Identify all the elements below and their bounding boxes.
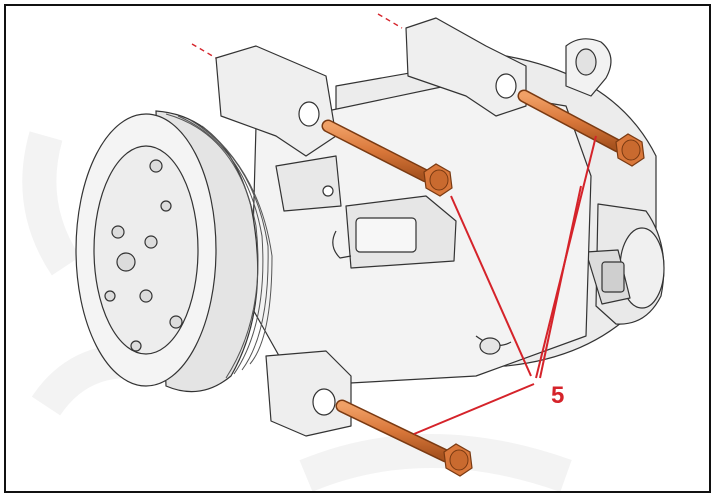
pulley [75,110,273,393]
compressor-body [215,17,665,437]
diagram-frame: 5 [4,4,711,493]
callout-leaders [413,135,597,435]
bolt-lower [335,399,473,477]
compressor-diagram [22,13,665,491]
bolt-upper-right [517,89,645,167]
callout-label-5: 5 [551,382,565,409]
centerlines [191,13,403,59]
bolt-upper-middle [321,119,453,197]
